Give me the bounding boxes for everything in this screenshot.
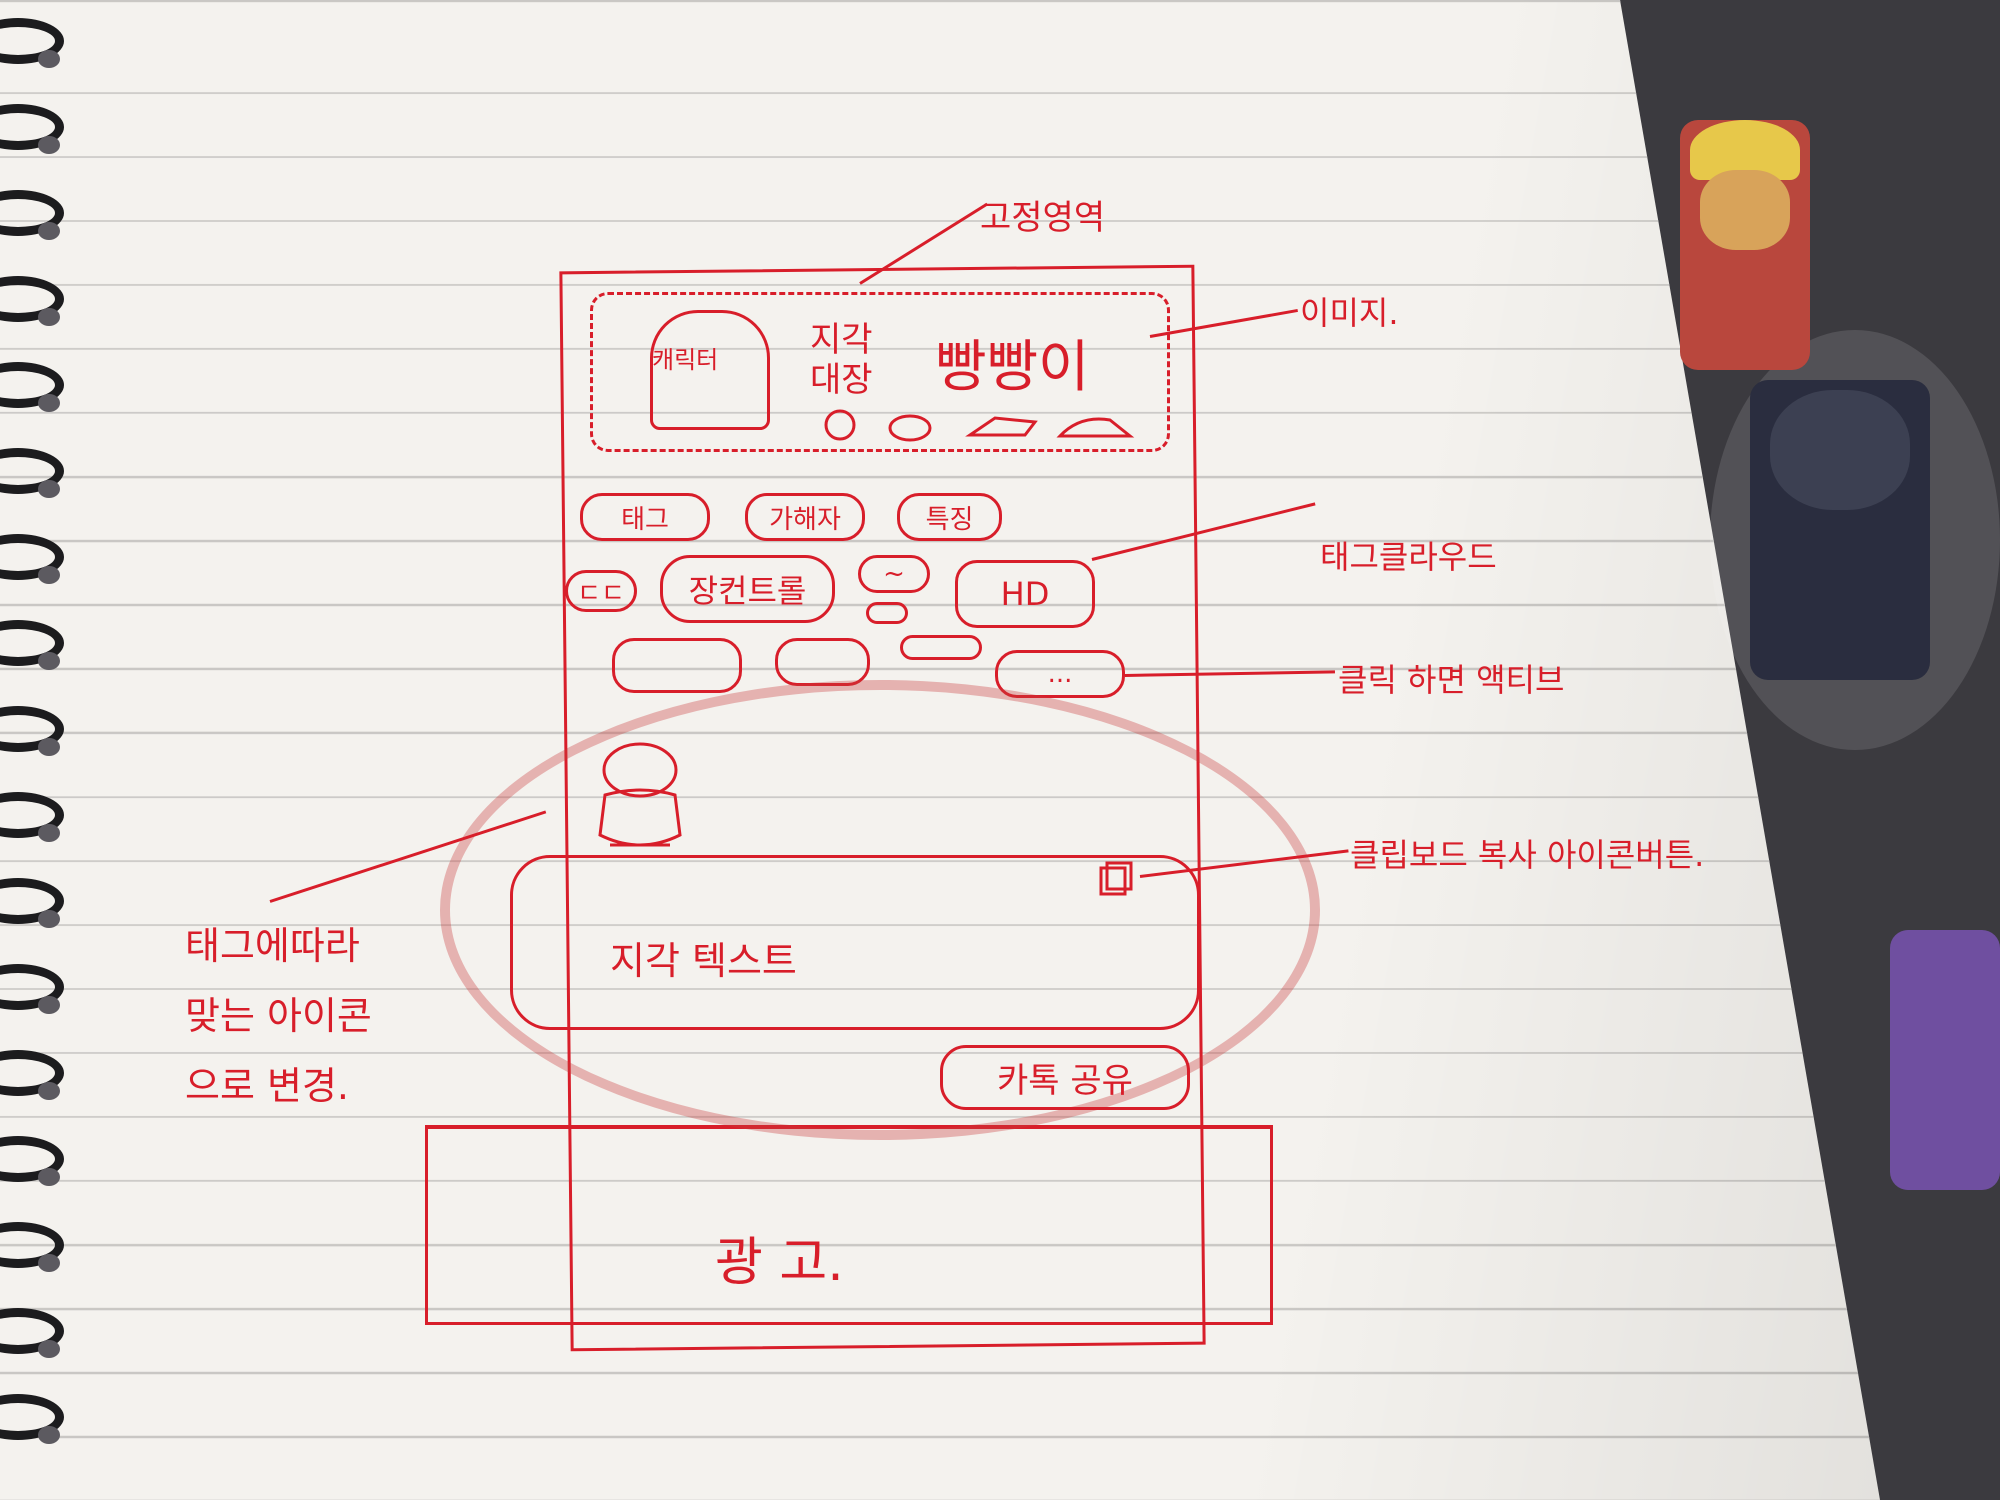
binding-hole	[38, 222, 60, 240]
spiral-ring	[0, 104, 64, 150]
image-annotation: 이미지.	[1300, 294, 1399, 332]
crow-character-sticker	[1750, 380, 1930, 680]
click-active-annotation: 클릭 하면 액티브	[1338, 661, 1565, 699]
spiral-ring	[0, 276, 64, 322]
binding-hole	[38, 136, 60, 154]
character-sticker-partial	[1890, 930, 2000, 1190]
icon-change-annotation-line1: 태그에따라	[185, 924, 360, 968]
tag-chip[interactable]: ㄷㄷ	[565, 570, 637, 612]
binding-hole	[38, 652, 60, 670]
spiral-ring	[0, 1050, 64, 1096]
spiral-ring	[0, 620, 64, 666]
fixed-header-area	[590, 292, 1170, 452]
clipboard-annotation: 클립보드 복사 아이콘버튼.	[1350, 836, 1705, 874]
character-image-placeholder	[650, 310, 770, 430]
binding-hole	[38, 480, 60, 498]
binding-hole	[38, 996, 60, 1014]
tag-chip[interactable]: ~	[858, 555, 930, 593]
tag-cloud-annotation: 태그클라우드	[1320, 538, 1497, 576]
kakao-share-button[interactable]: 카톡 공유	[940, 1045, 1190, 1110]
clipboard-copy-icon[interactable]	[1095, 860, 1135, 900]
spiral-ring	[0, 878, 64, 924]
binding-hole	[38, 50, 60, 68]
binding-hole	[38, 1426, 60, 1444]
binding-hole	[38, 1254, 60, 1272]
spiral-ring	[0, 18, 64, 64]
spiral-ring	[0, 534, 64, 580]
fixed-area-annotation: 고정영역	[980, 198, 1106, 238]
result-area-highlight	[440, 680, 1320, 1140]
icon-change-annotation-line3: 으로 변경.	[185, 1064, 349, 1108]
binding-hole	[38, 738, 60, 756]
tag-chip[interactable]	[866, 602, 908, 624]
spiral-ring	[0, 1222, 64, 1268]
spiral-ring	[0, 964, 64, 1010]
spiral-ring	[0, 706, 64, 752]
tab-offender[interactable]: 가해자	[745, 493, 865, 541]
doodle-icons	[824, 409, 1135, 442]
binding-hole	[38, 824, 60, 842]
binding-hole	[38, 910, 60, 928]
icon-change-annotation-line2: 맞는 아이콘	[185, 994, 372, 1038]
spiral-ring	[0, 448, 64, 494]
character-label: 캐릭터	[652, 346, 719, 374]
spiral-ring	[0, 1308, 64, 1354]
ad-label: 광 고.	[715, 1233, 844, 1293]
spiral-ring	[0, 792, 64, 838]
binding-hole	[38, 566, 60, 584]
spiral-ring	[0, 362, 64, 408]
title-line-2: 대장	[810, 360, 873, 400]
tag-chip[interactable]	[775, 638, 870, 686]
character-name-title: 빵빵이	[935, 335, 1090, 400]
tag-chip[interactable]: HD	[955, 560, 1095, 628]
binding-hole	[38, 1168, 60, 1186]
excuse-text: 지각 텍스트	[610, 939, 797, 983]
character-sticker	[1680, 120, 1810, 370]
excuse-text-box	[510, 855, 1200, 1030]
tab-feature[interactable]: 특징	[897, 493, 1002, 541]
binding-hole	[38, 1082, 60, 1100]
spiral-ring	[0, 1394, 64, 1440]
tag-chip[interactable]	[900, 635, 982, 660]
tag-chip-active[interactable]: ...	[995, 650, 1125, 698]
binding-hole	[38, 308, 60, 326]
tag-chip[interactable]: 장컨트롤	[660, 555, 835, 623]
spiral-ring	[0, 1136, 64, 1182]
binding-hole	[38, 1340, 60, 1358]
tab-tag[interactable]: 태그	[580, 493, 710, 541]
binding-hole	[38, 394, 60, 412]
spiral-ring	[0, 190, 64, 236]
tag-chip[interactable]	[612, 638, 742, 693]
ad-area	[425, 1125, 1273, 1325]
title-line-1: 지각	[810, 320, 873, 360]
tag-character-icon	[598, 742, 682, 847]
